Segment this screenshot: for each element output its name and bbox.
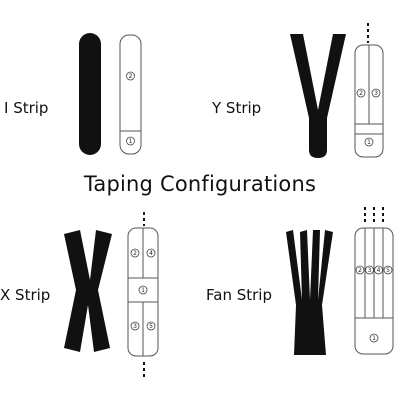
svg-text:1: 1 — [141, 287, 145, 294]
x-strip-outline — [127, 227, 159, 357]
svg-text:1: 1 — [367, 139, 371, 146]
i-strip-outline — [119, 34, 142, 155]
y-strip-marker-2: 2 — [356, 88, 366, 98]
svg-text:4: 4 — [149, 250, 153, 257]
fan-strip-direction-arrows — [364, 207, 384, 222]
fan-strip-marker-3: 3 — [365, 265, 374, 275]
fan-strip-label: Fan Strip — [206, 286, 272, 304]
fan-strip-marker-5: 5 — [383, 265, 393, 275]
fan-strip-marker-2: 2 — [355, 265, 365, 275]
i-strip-marker-1: 1 — [126, 136, 135, 146]
svg-text:1: 1 — [372, 335, 376, 342]
x-strip-marker-1: 1 — [138, 285, 148, 295]
fan-strip-marker-1: 1 — [369, 333, 379, 343]
svg-text:5: 5 — [149, 323, 153, 330]
y-strip-marker-1: 1 — [364, 137, 374, 147]
x-strip-marker-5: 5 — [146, 321, 156, 331]
svg-text:2: 2 — [133, 250, 137, 257]
i-strip-label: I Strip — [4, 99, 49, 117]
x-strip-tape — [64, 230, 112, 352]
svg-text:2: 2 — [359, 90, 363, 97]
y-strip-label: Y Strip — [212, 99, 262, 117]
svg-text:5: 5 — [386, 267, 390, 274]
x-strip-marker-2: 2 — [130, 248, 140, 258]
x-strip-marker-3: 3 — [130, 321, 140, 331]
fan-strip-tape — [286, 230, 333, 355]
svg-text:4: 4 — [377, 267, 381, 274]
svg-text:2: 2 — [129, 73, 133, 80]
svg-text:3: 3 — [368, 267, 372, 274]
y-strip-tape — [290, 34, 346, 158]
svg-text:3: 3 — [374, 90, 378, 97]
fan-strip-marker-4: 4 — [374, 265, 383, 275]
svg-text:3: 3 — [133, 323, 137, 330]
i-strip-marker-2: 2 — [126, 71, 135, 81]
page-title: Taping Configurations — [83, 172, 317, 196]
x-strip-label: X Strip — [0, 286, 51, 304]
y-strip-outline — [354, 44, 384, 158]
svg-text:2: 2 — [358, 267, 362, 274]
y-strip-marker-3: 3 — [371, 88, 381, 98]
i-strip-tape — [79, 33, 101, 155]
svg-text:1: 1 — [129, 138, 133, 145]
x-strip-marker-4: 4 — [146, 248, 156, 258]
fan-strip-outline — [354, 227, 394, 355]
